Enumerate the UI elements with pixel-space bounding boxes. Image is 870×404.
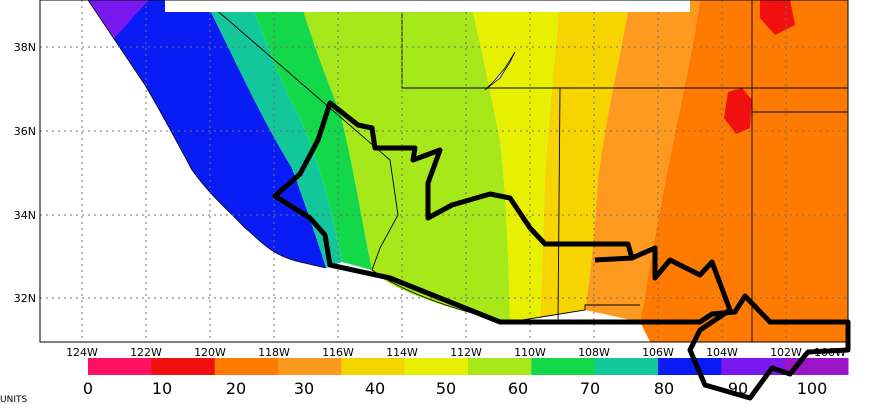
- colorbar-label: 60: [508, 379, 528, 398]
- colorbar-label: 70: [580, 379, 600, 398]
- colorbar-labels: 0 10 20 30 40 50 60 70 80 90 100: [83, 379, 827, 398]
- lake-feature: [484, 51, 516, 91]
- colorbar: [88, 358, 849, 375]
- colorbar-label: 50: [436, 379, 456, 398]
- band-70: [250, 0, 372, 270]
- lat-label: 38N: [14, 41, 36, 54]
- colorbar-label: 0: [83, 379, 93, 398]
- band-100: [88, 0, 150, 40]
- colorbar-swatch: [404, 358, 469, 375]
- lon-label: 122W: [130, 346, 162, 359]
- lon-labels: 124W 122W 120W 118W 116W 114W 112W 110W …: [66, 346, 846, 359]
- lon-label: 118W: [258, 346, 290, 359]
- colorbar-label: 10: [152, 379, 172, 398]
- lat-label: 32N: [14, 292, 36, 305]
- band-50: [470, 0, 560, 322]
- band-90: [88, 0, 326, 268]
- colorbar-swatch: [721, 358, 786, 375]
- lon-label: 110W: [514, 346, 546, 359]
- colorbar-label: 30: [294, 379, 314, 398]
- colorbar-swatch: [341, 358, 406, 375]
- coastline: [87, 0, 327, 269]
- lon-label: 120W: [194, 346, 226, 359]
- lon-label: 112W: [450, 346, 482, 359]
- lat-label: 36N: [14, 125, 36, 138]
- lon-label: 108W: [578, 346, 610, 359]
- colorbar-swatch: [278, 358, 342, 375]
- colorbar-swatch: [531, 358, 596, 375]
- colorbar-swatch: [151, 358, 216, 375]
- units-label: UNITS: [0, 395, 27, 404]
- title-mask: [165, 0, 690, 12]
- lat-labels: 38N 36N 34N 32N: [14, 41, 36, 305]
- plot-frame: [39, 0, 849, 343]
- lon-label: 114W: [386, 346, 418, 359]
- colorbar-swatch: [658, 358, 722, 375]
- ocean: [40, 0, 340, 342]
- colorbar-label: 40: [365, 379, 385, 398]
- colorbar-label: 100: [797, 379, 828, 398]
- band-60: [300, 0, 510, 322]
- colorbar-swatch: [594, 358, 659, 375]
- lon-label: 116W: [322, 346, 354, 359]
- lon-label: 102W: [770, 346, 802, 359]
- region-outline: [272, 100, 851, 401]
- lat-label: 34N: [14, 209, 36, 222]
- colorbar-swatch: [88, 358, 152, 375]
- colorbar-swatch: [214, 358, 279, 375]
- band-20: [640, 0, 848, 342]
- colorbar-label: 20: [226, 379, 246, 398]
- colorbar-label: 80: [654, 379, 674, 398]
- band-10-mid: [724, 88, 752, 134]
- band-10-north: [760, 0, 795, 35]
- lon-label: 124W: [66, 346, 98, 359]
- map-plot-area: [40, 0, 848, 342]
- lon-label: 106W: [642, 346, 674, 359]
- colorbar-swatch: [468, 358, 532, 375]
- region-outline-inner: [594, 255, 633, 263]
- lon-label: 104W: [706, 346, 738, 359]
